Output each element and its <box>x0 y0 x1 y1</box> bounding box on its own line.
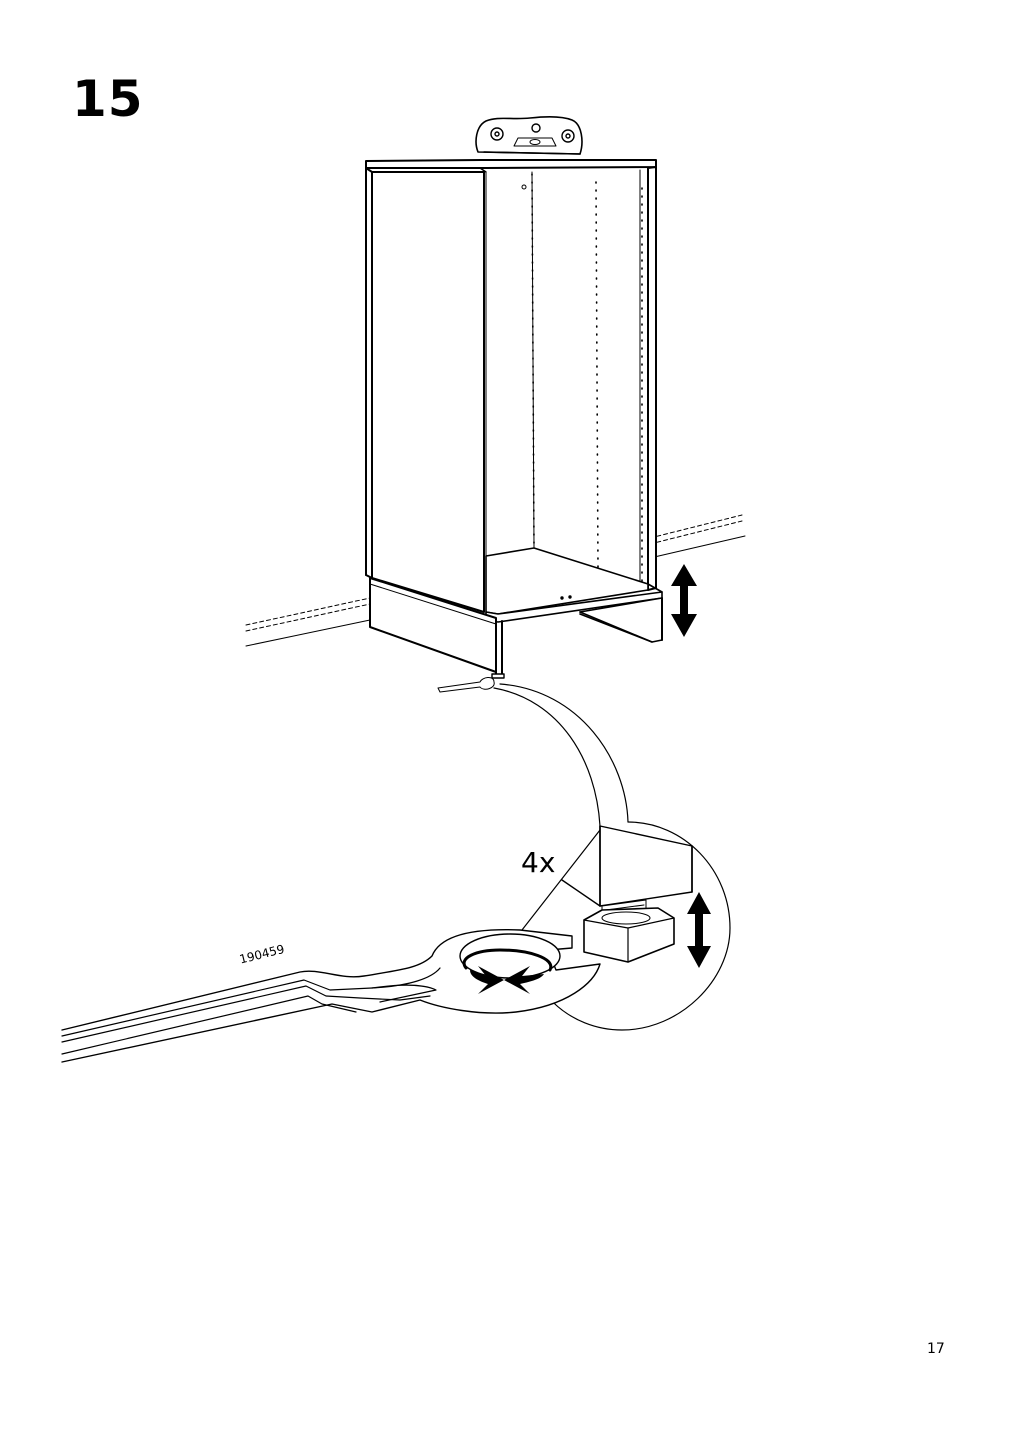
small-wrench-icon <box>438 677 494 692</box>
wrench-icon <box>62 930 600 1062</box>
rotate-arrows-icon <box>464 950 551 994</box>
spirit-level-icon <box>476 117 582 154</box>
quantity-label: 4x <box>521 846 556 879</box>
up-down-arrow-icon <box>671 564 697 637</box>
page-number: 17 <box>927 1341 945 1357</box>
detail-callout <box>522 822 730 1030</box>
cabinet-icon <box>366 160 662 678</box>
wall-lines <box>246 515 745 646</box>
callout-connector <box>494 684 628 826</box>
step-number: 15 <box>72 70 144 128</box>
